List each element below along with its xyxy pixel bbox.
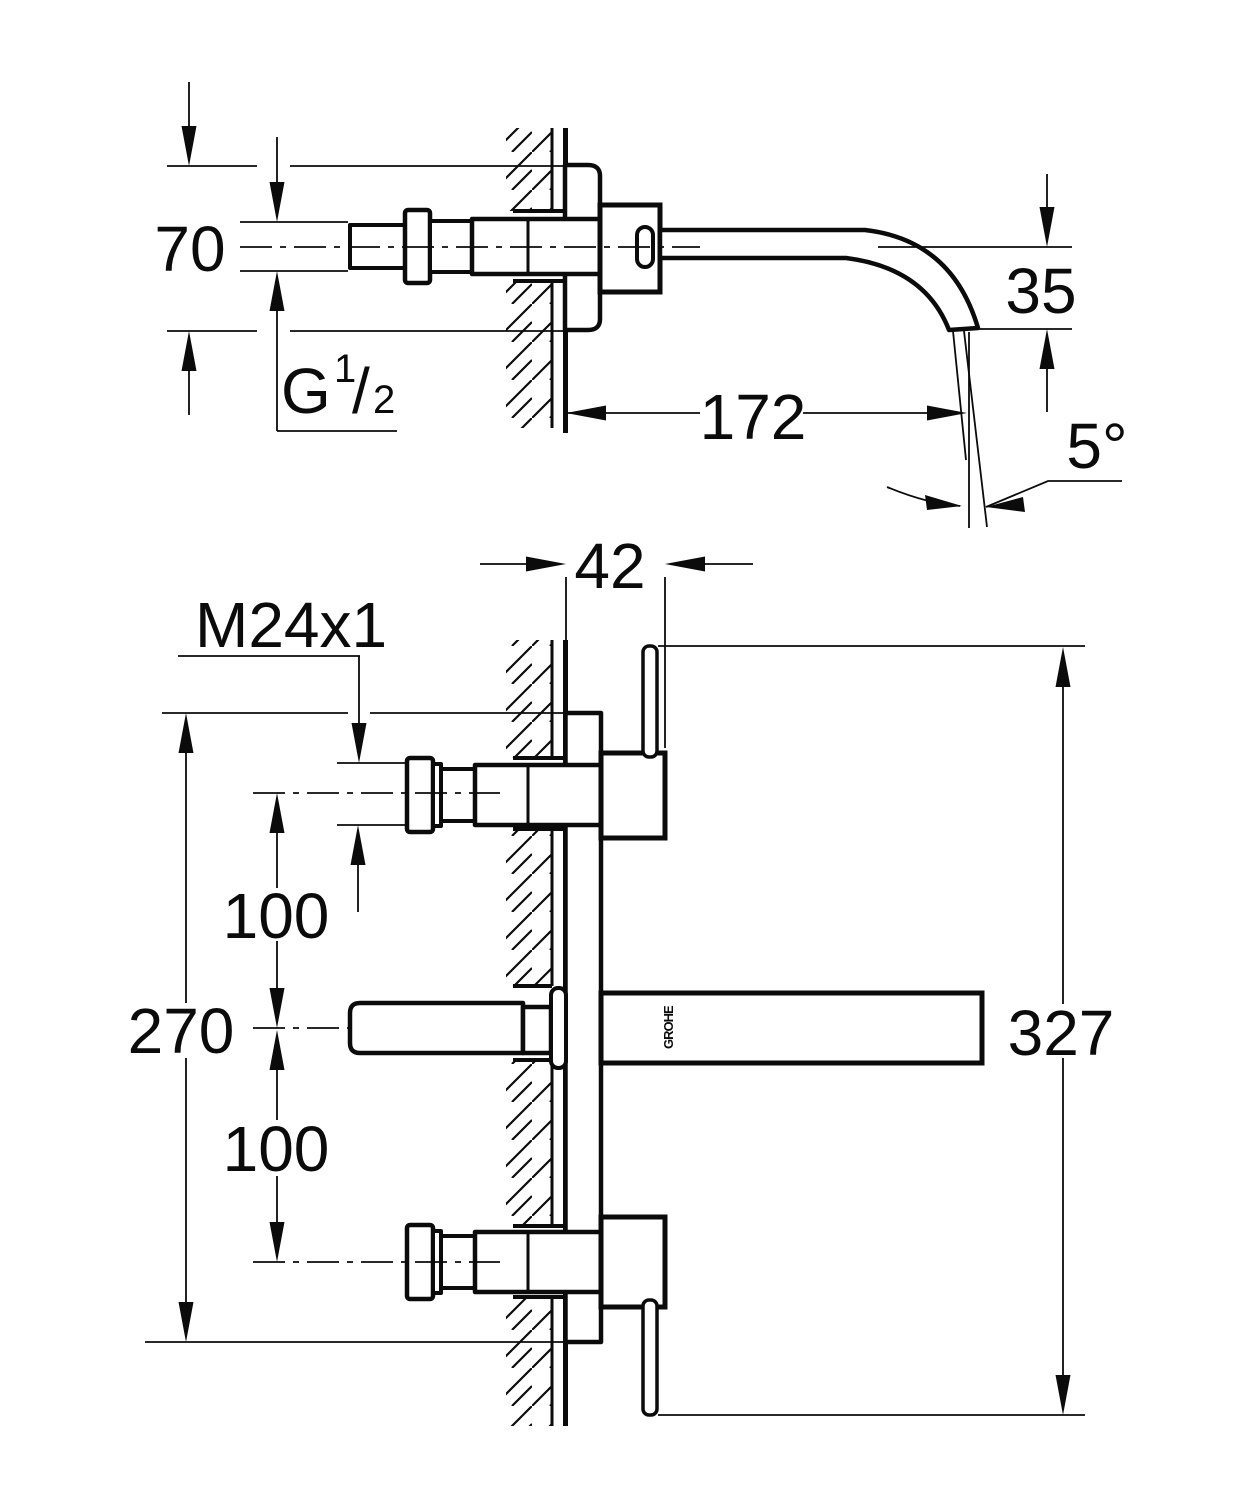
dimension-5deg: 5° [886,410,1128,512]
arrowhead-right [925,495,962,510]
arrowhead-down [181,126,197,166]
inlet-barrel [472,762,608,828]
dimension-270: 270 [128,712,565,1343]
ext-line [658,645,1085,1416]
wall-hole-edge [513,756,566,1299]
arrowhead-up [1039,329,1055,369]
arrowhead-up [269,271,285,311]
arrowhead-left [665,556,705,572]
arrowhead-up [178,713,194,753]
dimension-172: 172 [566,332,970,528]
wall-hatch [506,281,552,428]
upper-valve-body [598,750,668,841]
spout-logo-mark: GROHE [661,1005,676,1049]
stream-edge [952,330,967,461]
ext-line [878,246,1072,330]
dim-100-upper-label: 100 [223,880,330,952]
spout-supply-tube [347,986,568,1070]
leader-line [178,655,360,912]
arrowhead-up [269,793,285,833]
spout-bar-front [598,990,985,1066]
dim-5deg-label: 5° [1066,410,1127,482]
dim-tail [276,137,397,432]
arrowhead-up [350,825,366,865]
arrowhead-right [526,556,566,572]
inlet-neck [439,767,477,823]
wall-hole-edge [513,209,565,283]
arrowhead-down [1055,1375,1071,1415]
arrowhead-right [927,405,967,421]
ext-line [240,221,348,272]
arrowhead-down [1039,207,1055,247]
dimension-70: 70 [154,82,565,415]
dim-270-label: 270 [128,995,235,1067]
stream-edge [963,330,988,528]
dimension-100-upper: 100 [223,793,330,1028]
spout-tube-side [657,227,981,333]
dimension-100-lower: 100 [223,1030,330,1262]
dim-35-label: 35 [1005,255,1076,327]
dimension-327: 327 [658,645,1115,1416]
dimension-35: 35 [878,174,1077,412]
ext-line [337,762,406,826]
leader-line [985,480,1122,508]
dimension-m24x1: M24x1 [178,589,406,912]
side-view: 70 G 1 / 2 35 [154,82,1128,528]
arrowhead-down [351,723,367,763]
dim-100-lower-label: 100 [223,1113,330,1185]
wall-hatch [506,1297,552,1426]
supply-tube [347,1000,526,1056]
arrowhead-down [269,182,285,222]
wall-collar [549,986,568,1070]
upper-valve-inlet [404,755,608,835]
dimension-42: 42 [480,530,753,748]
dim-327-label: 327 [1008,997,1115,1069]
lower-lever-handle [641,1298,659,1417]
lower-valve-body [598,1214,668,1310]
dimension-g-half: G 1 / 2 [240,137,397,432]
arrowhead-up [269,1030,285,1070]
wall-hatch [506,128,552,211]
upper-lever-handle [641,644,659,759]
wall-section-side [506,128,568,433]
arrowhead-down [269,1222,285,1262]
ext-line [145,712,565,1343]
ext-line [167,165,565,332]
thread-m24-label: M24x1 [195,589,387,661]
arrowhead-left [566,405,606,421]
inlet-flange [404,755,436,835]
arrowhead-down [269,988,285,1028]
wall-hatch [506,640,552,758]
dim-42-label: 42 [574,530,645,602]
arrowhead-up [181,331,197,371]
arrowhead-left [986,497,1025,512]
front-view: GROHE 42 M24x1 100 [128,530,1115,1426]
arrowhead-down [178,1302,194,1342]
thread-size-label: G 1 / 2 [281,347,395,427]
dim-70-label: 70 [154,213,225,285]
arrowhead-up [1055,647,1071,687]
wall-hatch [506,1060,552,1226]
water-stream [952,330,988,528]
wall-hatch [506,829,552,986]
dim-172-label: 172 [700,381,807,453]
supply-union [520,1004,554,1056]
